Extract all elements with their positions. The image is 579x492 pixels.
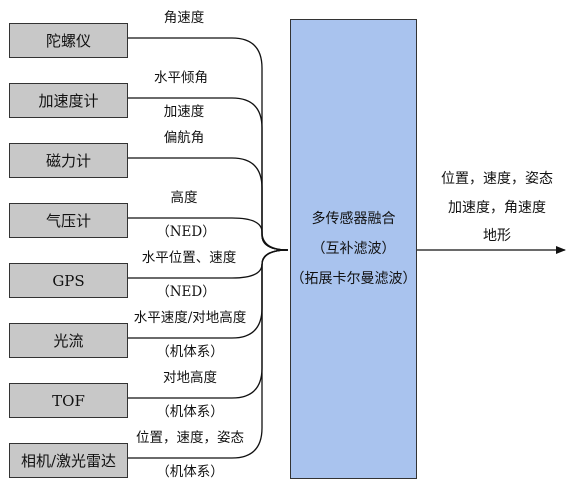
label-gyro-output: 角速度 xyxy=(163,10,205,26)
fusion-title: 多传感器融合 xyxy=(311,211,396,227)
label-cam-output-2: （机体系） xyxy=(156,464,224,480)
sensor-box-accelerometer: 加速度计 xyxy=(9,83,128,118)
sensor-box-barometer: 气压计 xyxy=(9,203,128,238)
label-gps-output-1: 水平位置、速度 xyxy=(141,250,237,266)
connector-camera-lidar xyxy=(128,249,289,459)
output-label-1: 位置，速度，姿态 xyxy=(441,171,553,187)
label-accel-output-2: 加速度 xyxy=(163,104,205,120)
label-flow-output-1: 水平速度/对地高度 xyxy=(133,310,247,326)
sensor-box-camera-lidar: 相机/激光雷达 xyxy=(9,443,128,478)
label-accel-output-1: 水平倾角 xyxy=(154,70,208,86)
sensor-box-gyroscope: 陀螺仪 xyxy=(9,23,128,58)
label-flow-output-2: （机体系） xyxy=(156,344,224,360)
label-baro-output-1: 高度 xyxy=(170,190,198,206)
label-baro-output-2: （NED） xyxy=(156,224,216,240)
sensor-box-optical-flow: 光流 xyxy=(9,323,128,358)
label-cam-output-1: 位置，速度，姿态 xyxy=(136,430,244,446)
fusion-block: 多传感器融合 （互补滤波） （拓展卡尔曼滤波） xyxy=(290,19,417,479)
label-tof-output-1: 对地高度 xyxy=(163,370,217,386)
output-label-3: 地形 xyxy=(483,228,511,244)
sensor-box-gps: GPS xyxy=(9,263,128,298)
connector-barometer xyxy=(128,217,289,251)
output-label-2: 加速度，角速度 xyxy=(448,200,546,216)
sensor-box-magnetometer: 磁力计 xyxy=(9,143,128,178)
label-mag-output: 偏航角 xyxy=(163,130,205,146)
fusion-method-1: （互补滤波） xyxy=(311,241,396,257)
fusion-method-2: （拓展卡尔曼滤波） xyxy=(290,271,417,287)
label-gps-output-2: （NED） xyxy=(156,284,216,300)
label-tof-output-2: （机体系） xyxy=(156,404,224,420)
sensor-box-tof: TOF xyxy=(9,383,128,418)
